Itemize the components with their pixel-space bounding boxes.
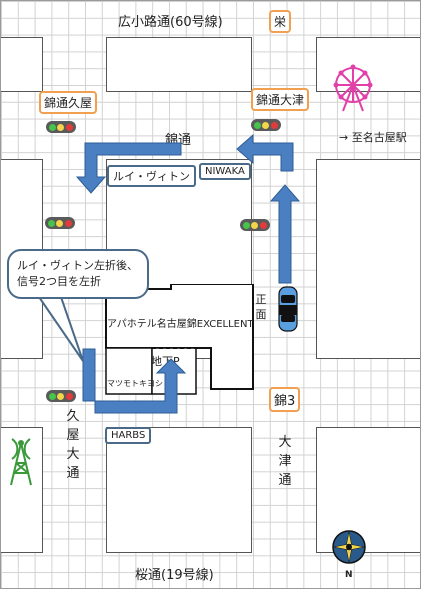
hotel-front-label: 正面	[255, 293, 267, 321]
intersection-nishiki-otsu: 錦通大津	[251, 88, 310, 111]
street-bottom-label: 桜通(19号線)	[135, 568, 214, 583]
callout-line-2: 信号2つ目を左折	[17, 275, 101, 288]
compass-north-label: N	[345, 570, 353, 580]
directions-callout: ルイ・ヴィトン左折後、 信号2つ目を左折	[7, 249, 149, 299]
city-block	[106, 37, 252, 92]
traffic-light-icon	[251, 119, 281, 131]
traffic-light-icon	[45, 217, 75, 229]
traffic-light-icon	[46, 390, 76, 402]
city-block	[106, 427, 252, 553]
city-block	[316, 159, 420, 359]
intersection-sakae: 栄	[269, 10, 292, 33]
intersection-nishiki3: 錦3	[269, 387, 301, 412]
city-block	[1, 37, 43, 92]
station-direction-label: → 至名古屋駅	[339, 131, 407, 144]
shop-louis-vuitton: ルイ・ヴィトン	[107, 165, 196, 187]
ferris-wheel-icon	[333, 64, 373, 112]
city-block	[316, 427, 420, 553]
intersection-nishiki-hisaya: 錦通久屋	[39, 91, 98, 114]
callout-line-1: ルイ・ヴィトン左折後、	[17, 259, 138, 272]
traffic-light-icon	[46, 121, 76, 133]
city-block	[316, 37, 420, 92]
street-otsu-label: 大津通	[278, 435, 292, 488]
hotel-name: アパホテル名古屋錦EXCELLENT	[107, 319, 254, 330]
street-top-label: 広小路通(60号線)	[118, 15, 223, 30]
shop-niwaka: NIWAKA	[199, 163, 251, 180]
traffic-light-icon	[240, 219, 270, 231]
compass-icon	[332, 530, 366, 564]
callout-tail	[37, 291, 84, 362]
shop-harbs: HARBS	[105, 427, 152, 444]
radio-tower-icon	[10, 438, 32, 486]
street-hisaya-label: 久屋大通	[66, 409, 80, 481]
car-icon	[278, 286, 298, 332]
shop-matsumoto: マツモトキヨシ	[107, 379, 163, 388]
